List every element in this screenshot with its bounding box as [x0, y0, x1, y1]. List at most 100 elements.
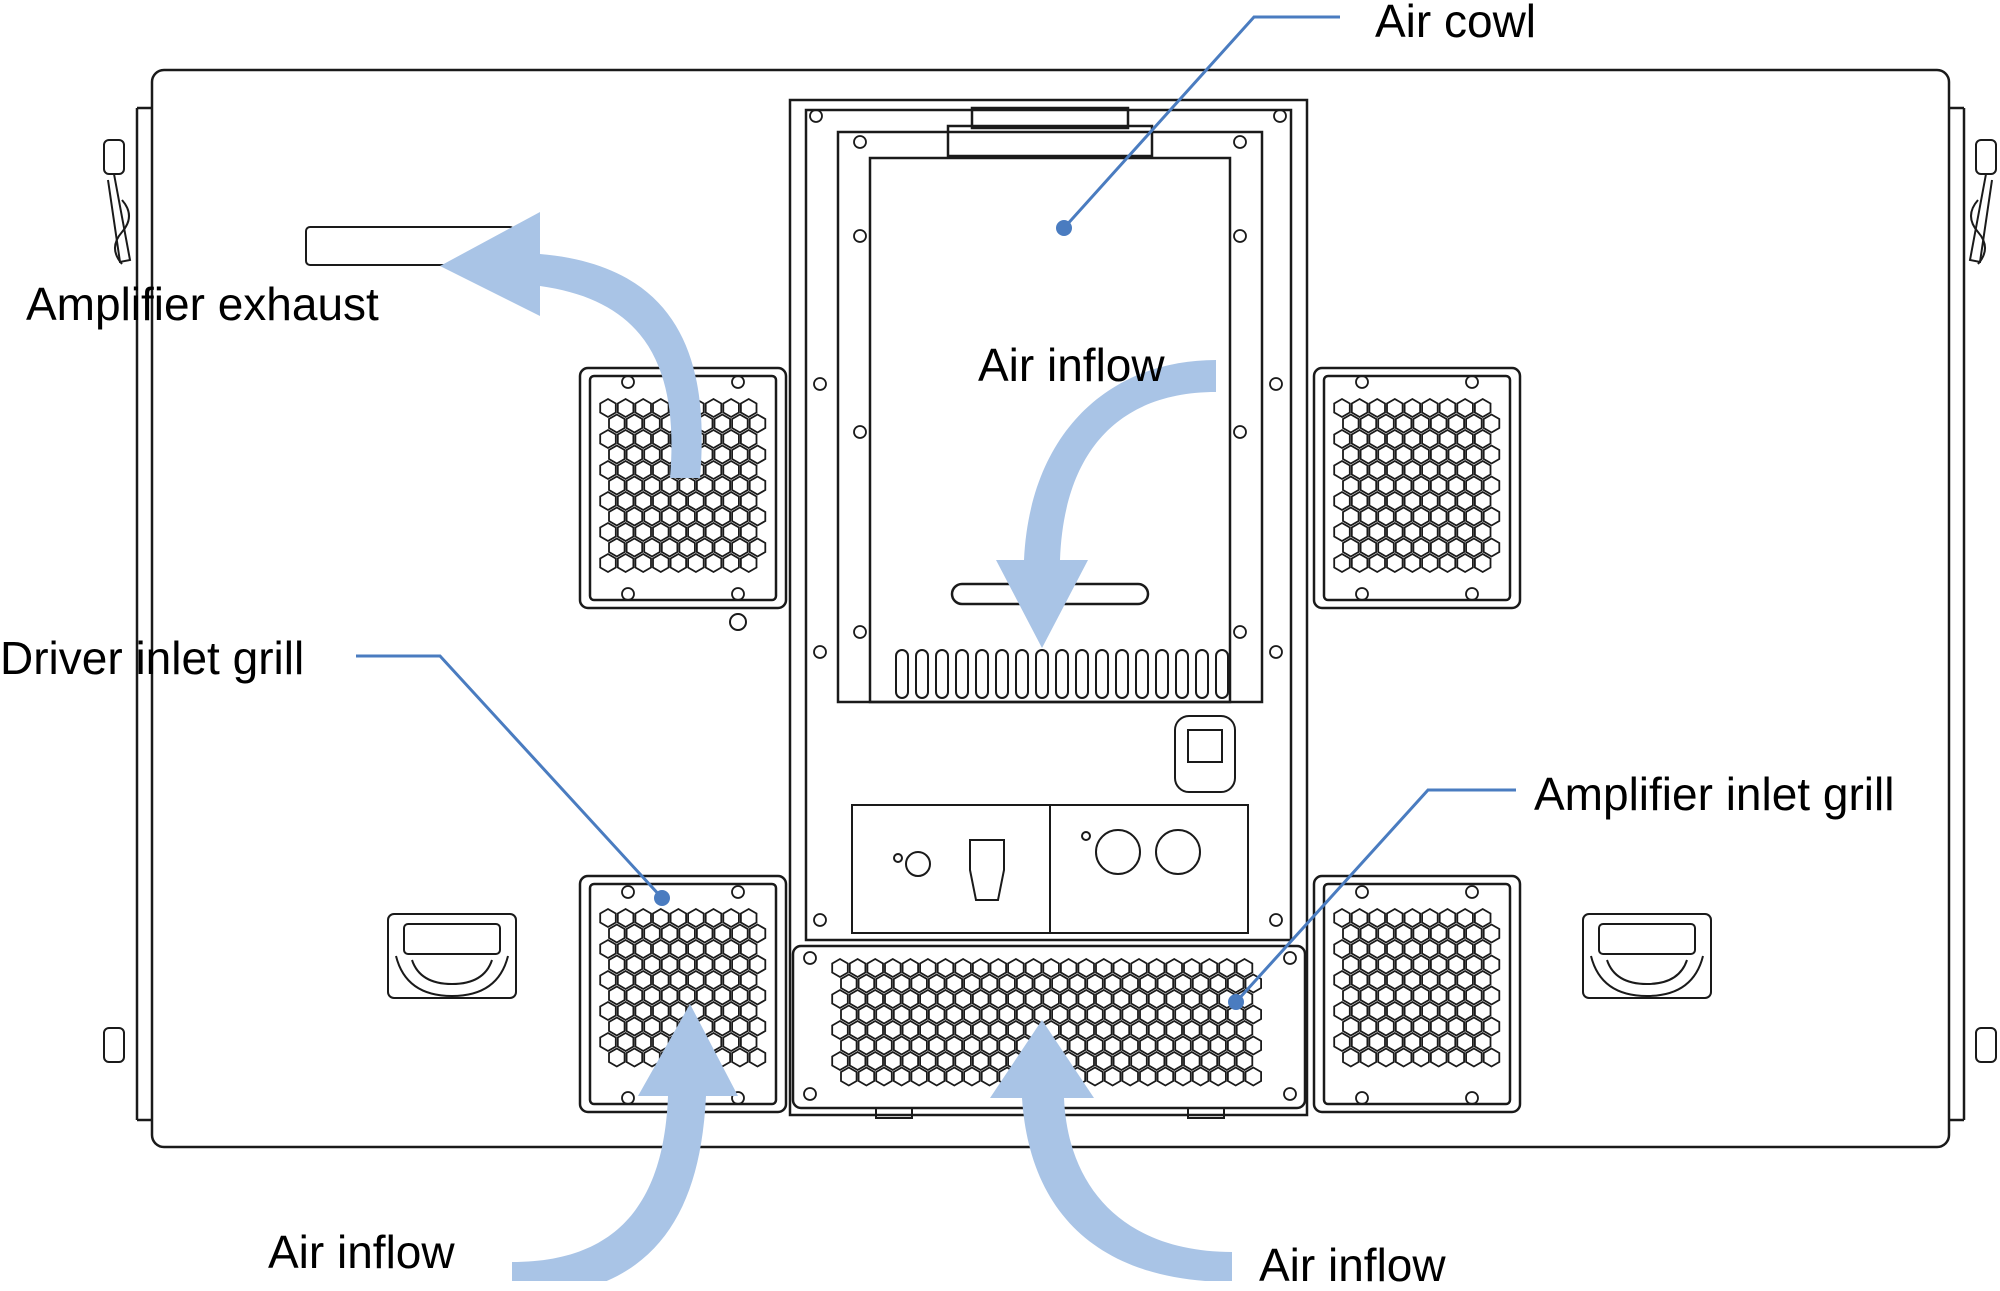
hex-cell — [740, 521, 758, 543]
hex-cell — [1430, 954, 1448, 975]
hex-cell — [1112, 957, 1131, 979]
hex-cell — [1342, 954, 1360, 975]
screw — [1355, 1091, 1369, 1105]
hex-cell — [1191, 973, 1210, 994]
hex-cell — [1227, 973, 1245, 994]
screw — [853, 625, 867, 639]
hex-cell — [660, 985, 679, 1006]
hex-cell — [910, 1066, 928, 1087]
screw — [621, 885, 635, 899]
hex-cell — [1368, 428, 1386, 450]
hex-cell — [1033, 973, 1051, 994]
hex-cell — [901, 1019, 919, 1041]
hex-cell — [704, 969, 723, 991]
vent-slot — [935, 649, 949, 699]
hex-cell — [748, 1016, 767, 1037]
hex-cell — [652, 428, 670, 450]
hex-cell — [687, 490, 705, 512]
hex-cell — [1359, 1047, 1378, 1068]
hex-cell — [1403, 938, 1421, 960]
hex-cell — [1438, 428, 1457, 450]
hex-cell — [1139, 1066, 1157, 1087]
hex-cell — [740, 397, 758, 419]
hex-cell — [1342, 923, 1360, 944]
hex-cell — [840, 973, 858, 994]
hex-cell — [1447, 1047, 1465, 1068]
hex-cell — [1386, 907, 1404, 929]
hex-cell — [1342, 537, 1360, 558]
hex-cell — [857, 1066, 876, 1087]
hex-cell — [616, 1031, 635, 1053]
hex-cell — [848, 957, 867, 979]
air-inflow-arrow-center — [996, 360, 1216, 648]
hex-cell — [875, 1004, 893, 1025]
hex-cell — [1359, 923, 1378, 944]
hex-cell — [1474, 459, 1492, 481]
hex-cell — [1447, 1016, 1465, 1037]
hex-cell — [722, 490, 740, 512]
screw — [621, 587, 635, 601]
hex-cell — [1474, 1031, 1492, 1053]
hex-cell — [866, 1019, 884, 1041]
hex-cell — [740, 1000, 758, 1022]
hex-cell — [936, 1050, 955, 1072]
hex-cell — [919, 988, 937, 1010]
hex-cell — [1077, 957, 1095, 979]
screw — [1355, 587, 1369, 601]
hex-cell — [625, 923, 644, 944]
hex-cell — [1183, 957, 1201, 979]
hex-cell — [1482, 537, 1501, 558]
hex-cell — [884, 988, 902, 1010]
hex-cell — [740, 552, 758, 574]
hex-cell — [599, 521, 617, 543]
hex-cell — [1147, 988, 1166, 1010]
hex-cell — [722, 428, 740, 450]
hex-cell — [1394, 413, 1413, 434]
hex-cell — [643, 413, 661, 434]
hex-cell — [928, 973, 946, 994]
hex-cell — [696, 923, 714, 944]
hex-cell — [1447, 537, 1465, 558]
hex-cell — [1482, 1047, 1501, 1068]
hex-cell — [1412, 1016, 1430, 1037]
hex-cell — [1130, 988, 1148, 1010]
hex-cell — [1333, 938, 1351, 960]
hex-cell — [1218, 1019, 1236, 1041]
hex-cell — [1147, 957, 1166, 979]
hex-cell — [1244, 1004, 1262, 1025]
hex-cell — [616, 907, 635, 929]
hex-cell — [722, 552, 740, 574]
hex-cell — [1200, 1019, 1219, 1041]
airflow-arrows — [440, 212, 1232, 1291]
hex-cell — [1350, 969, 1369, 991]
screw — [853, 229, 867, 243]
hex-cell — [1465, 506, 1483, 527]
hex-cell — [731, 444, 749, 465]
hex-cell — [1174, 1066, 1192, 1087]
hex-cell — [1060, 988, 1078, 1010]
hex-cell — [1333, 1000, 1351, 1022]
hex-cell — [678, 537, 696, 558]
hex-cell — [1095, 1019, 1113, 1041]
hex-cell — [1333, 397, 1351, 419]
hex-cell — [1042, 957, 1060, 979]
hex-cell — [1086, 1035, 1104, 1056]
hex-cell — [687, 521, 705, 543]
hex-cell — [1333, 428, 1351, 450]
hex-cell — [1412, 413, 1430, 434]
hex-cell — [989, 1019, 1007, 1041]
hex-cell — [1350, 459, 1369, 481]
hex-cell — [1218, 957, 1236, 979]
vent-slot — [1195, 649, 1209, 699]
vent-slot — [1115, 649, 1129, 699]
screw — [621, 375, 635, 389]
hex-cell — [616, 552, 635, 574]
hex-cell — [599, 490, 617, 512]
hex-cell — [1394, 444, 1413, 465]
hex-cell — [1368, 552, 1386, 574]
hex-cell — [884, 1050, 902, 1072]
hex-cell — [643, 537, 661, 558]
hex-cell — [963, 1066, 981, 1087]
hex-cell — [1156, 1066, 1175, 1087]
hex-cell — [1386, 428, 1404, 450]
